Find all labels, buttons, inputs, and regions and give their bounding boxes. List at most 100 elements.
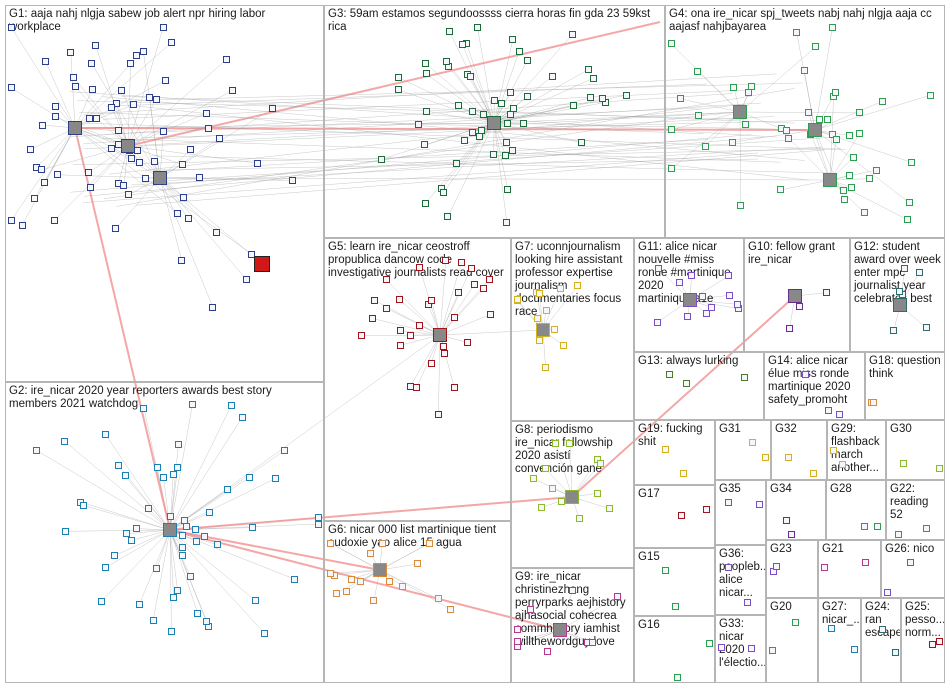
user-node-g2[interactable] — [186, 573, 194, 581]
user-node-g5[interactable] — [451, 314, 459, 322]
user-node-g3[interactable] — [473, 23, 481, 31]
user-node-g1[interactable] — [86, 115, 94, 123]
user-node-g5[interactable] — [416, 263, 424, 271]
user-node-g6[interactable] — [447, 605, 455, 613]
user-node-g3[interactable] — [394, 86, 402, 94]
user-node-g6[interactable] — [332, 589, 340, 597]
user-node-g3[interactable] — [507, 88, 515, 96]
user-node-g28[interactable] — [873, 522, 881, 530]
user-node-g2[interactable] — [281, 446, 289, 454]
user-node-g2[interactable] — [166, 513, 174, 521]
user-node-g1[interactable] — [118, 87, 126, 95]
user-node-g1[interactable] — [88, 85, 96, 93]
user-node-g1[interactable] — [145, 93, 153, 101]
user-node-g2[interactable] — [111, 552, 119, 560]
user-node-g24[interactable] — [878, 625, 886, 633]
user-node-g3[interactable] — [515, 47, 523, 55]
user-node-g1[interactable] — [67, 49, 75, 57]
user-node-g1[interactable] — [288, 176, 296, 184]
user-node-g2[interactable] — [174, 587, 182, 595]
user-node-g2[interactable] — [261, 630, 269, 638]
user-node-g3[interactable] — [395, 74, 403, 82]
user-node-g2[interactable] — [178, 543, 186, 551]
user-node-g31[interactable] — [761, 453, 769, 461]
user-node-g11[interactable] — [699, 292, 707, 300]
user-node-g6[interactable] — [370, 596, 378, 604]
user-node-g7[interactable] — [542, 307, 550, 315]
user-node-g8[interactable] — [594, 489, 602, 497]
user-node-g2[interactable] — [238, 413, 246, 421]
user-node-g5[interactable] — [485, 276, 493, 284]
user-node-g5[interactable] — [440, 342, 448, 350]
user-node-g4[interactable] — [667, 165, 675, 173]
user-node-g6[interactable] — [386, 577, 394, 585]
user-node-g1[interactable] — [93, 115, 101, 123]
user-node-g1[interactable] — [84, 169, 92, 177]
user-node-g2[interactable] — [174, 463, 182, 471]
user-node-g2[interactable] — [174, 440, 182, 448]
user-node-g1[interactable] — [180, 193, 188, 201]
hub-node-g2[interactable] — [163, 523, 177, 537]
user-node-g3[interactable] — [422, 59, 430, 67]
user-node-g2[interactable] — [178, 551, 186, 559]
user-node-g2[interactable] — [128, 536, 136, 544]
hub-node-g3[interactable] — [487, 116, 501, 130]
hub-node-g1[interactable] — [68, 121, 82, 135]
user-node-g1[interactable] — [159, 127, 167, 135]
user-node-g3[interactable] — [569, 101, 577, 109]
user-node-g4[interactable] — [849, 154, 857, 162]
user-node-g11[interactable] — [688, 272, 696, 280]
user-node-g1[interactable] — [112, 224, 120, 232]
user-node-g3[interactable] — [502, 151, 510, 159]
user-node-g27[interactable] — [851, 645, 859, 653]
user-node-g5[interactable] — [428, 297, 436, 305]
user-node-g32[interactable] — [810, 469, 818, 477]
user-node-g1[interactable] — [209, 303, 217, 311]
user-node-g6[interactable] — [426, 539, 434, 547]
user-node-g13[interactable] — [740, 374, 748, 382]
user-node-g4[interactable] — [908, 158, 916, 166]
user-node-g3[interactable] — [549, 72, 557, 80]
user-node-g4[interactable] — [847, 183, 855, 191]
user-node-g6[interactable] — [398, 582, 406, 590]
user-node-g3[interactable] — [445, 27, 453, 35]
user-node-g3[interactable] — [585, 65, 593, 73]
user-node-g6[interactable] — [326, 569, 334, 577]
user-node-g9[interactable] — [614, 593, 622, 601]
user-node-g2[interactable] — [133, 525, 141, 533]
user-node-g5[interactable] — [442, 256, 450, 264]
user-node-g5[interactable] — [407, 331, 415, 339]
user-node-g4[interactable] — [728, 138, 736, 146]
user-node-g14[interactable] — [824, 407, 832, 415]
user-node-g1[interactable] — [215, 134, 223, 142]
user-node-g4[interactable] — [737, 202, 745, 210]
user-node-g3[interactable] — [599, 95, 607, 103]
user-node-g3[interactable] — [490, 151, 498, 159]
user-node-g2[interactable] — [191, 525, 199, 533]
user-node-g4[interactable] — [667, 126, 675, 134]
user-node-g2[interactable] — [203, 617, 211, 625]
user-node-g22[interactable] — [923, 525, 931, 533]
user-node-g2[interactable] — [153, 463, 161, 471]
user-node-g1[interactable] — [248, 251, 256, 259]
user-node-g16[interactable] — [705, 640, 713, 648]
user-node-g36[interactable] — [724, 563, 732, 571]
user-node-g4[interactable] — [926, 91, 934, 99]
user-node-g5[interactable] — [450, 383, 458, 391]
user-node-g3[interactable] — [479, 111, 487, 119]
user-node-g1[interactable] — [178, 161, 186, 169]
user-node-g2[interactable] — [252, 597, 260, 605]
user-node-g1[interactable] — [92, 41, 100, 49]
user-node-g9[interactable] — [526, 606, 534, 614]
user-node-g2[interactable] — [101, 564, 109, 572]
user-node-g2[interactable] — [101, 430, 109, 438]
user-node-g3[interactable] — [510, 104, 518, 112]
user-node-g25[interactable] — [935, 638, 943, 646]
user-node-g1[interactable] — [7, 216, 15, 224]
user-node-g1[interactable] — [243, 276, 251, 284]
user-node-g1[interactable] — [18, 221, 26, 229]
user-node-g6[interactable] — [348, 575, 356, 583]
user-node-g4[interactable] — [747, 83, 755, 91]
user-node-g1[interactable] — [168, 38, 176, 46]
user-node-g3[interactable] — [461, 136, 469, 144]
